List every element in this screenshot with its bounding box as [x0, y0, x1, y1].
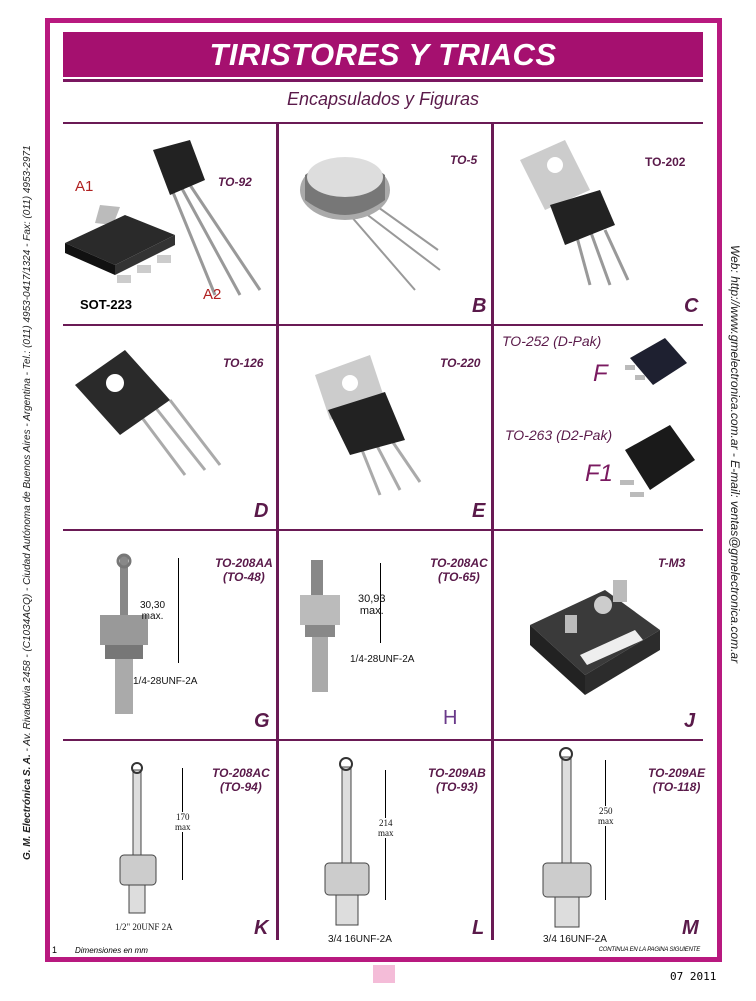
- package-label: TO-5: [450, 153, 478, 167]
- grid-line: [63, 122, 703, 124]
- to92-sot223-figure: [65, 140, 262, 296]
- package-label: TO-208AC(TO-94): [212, 766, 270, 794]
- grid-line: [276, 122, 279, 940]
- package-label: TO-92: [218, 175, 252, 189]
- d2pak-figure: [620, 425, 695, 497]
- to118-figure: [542, 747, 592, 928]
- to126-figure: [75, 350, 222, 476]
- tm3-module-figure: [530, 580, 660, 695]
- package-label: SOT-223: [80, 297, 133, 312]
- thread-spec: 1/2" 20UNF 2A: [115, 922, 173, 932]
- package-label: TO-208AC(TO-65): [430, 556, 488, 584]
- dimension-line: [380, 563, 381, 643]
- package-label: TO-220: [440, 356, 481, 370]
- package-label: TO-209AE(TO-118): [648, 766, 706, 794]
- figure-letter: K: [254, 917, 269, 939]
- to208ac-figure: [300, 560, 340, 692]
- thread-spec: 3/4 16UNF-2A: [543, 934, 607, 945]
- page-subtitle: Encapsulados y Figuras: [286, 89, 480, 109]
- package-label: TO-126: [223, 356, 264, 370]
- to202-figure: [520, 140, 630, 286]
- dimensions-note: Dimensiones en mm: [75, 946, 148, 955]
- package-label: T-M3: [658, 556, 686, 570]
- dimension-line: [605, 760, 606, 900]
- figure-letter: F: [593, 360, 608, 387]
- dpak-figure: [625, 338, 687, 385]
- page-tab-marker: [373, 965, 395, 983]
- to93-figure: [324, 757, 370, 926]
- grid-line: [491, 122, 494, 940]
- figure-letter: E: [472, 500, 486, 522]
- title-divider: [63, 79, 703, 82]
- thread-spec: 1/4-28UNF-2A: [133, 676, 198, 687]
- figure-letter: D: [254, 500, 269, 522]
- figure-letter: J: [684, 710, 696, 732]
- package-label: TO-202: [645, 155, 686, 169]
- web-email-contact: Web: http://www.gmelectronica.com.ar - E…: [728, 245, 742, 664]
- figure-letter: M: [682, 917, 699, 939]
- grid-line: [63, 739, 703, 741]
- date: 07 2011: [670, 970, 717, 983]
- thread-spec: 1/4-28UNF-2A: [350, 654, 415, 665]
- figure-letter: G: [254, 710, 270, 732]
- figure-letter: L: [472, 917, 485, 939]
- continue-note: CONTINUA EN LA PAGINA SIGUIENTE: [598, 947, 701, 953]
- thread-spec: 3/4 16UNF-2A: [328, 934, 392, 945]
- page-number: 1: [52, 945, 58, 955]
- dimension-line: [178, 558, 179, 663]
- package-label: TO-263 (D2-Pak): [505, 427, 613, 443]
- figure-letter: H: [443, 707, 458, 729]
- package-label: TO-252 (D-Pak): [502, 333, 602, 349]
- package-label: TO-208AA(TO-48): [215, 556, 273, 584]
- grid-line: [63, 324, 703, 326]
- pin-label: A2: [203, 286, 222, 303]
- package-label: TO-209AB(TO-93): [428, 766, 486, 794]
- to5-figure: [300, 157, 441, 291]
- pin-label: A1: [75, 178, 94, 195]
- to208aa-figure: [100, 553, 148, 714]
- to220-figure: [315, 355, 422, 496]
- figure-letter: F1: [585, 460, 614, 487]
- company-contact: G. M. Electrónica S. A. - Av. Rivadavia …: [22, 145, 33, 860]
- grid-line: [63, 529, 703, 531]
- to94-figure: [119, 762, 157, 914]
- page-title: TIRISTORES Y TRIACS: [63, 32, 703, 77]
- figure-letter: C: [684, 295, 699, 317]
- figure-letter: B: [472, 295, 487, 317]
